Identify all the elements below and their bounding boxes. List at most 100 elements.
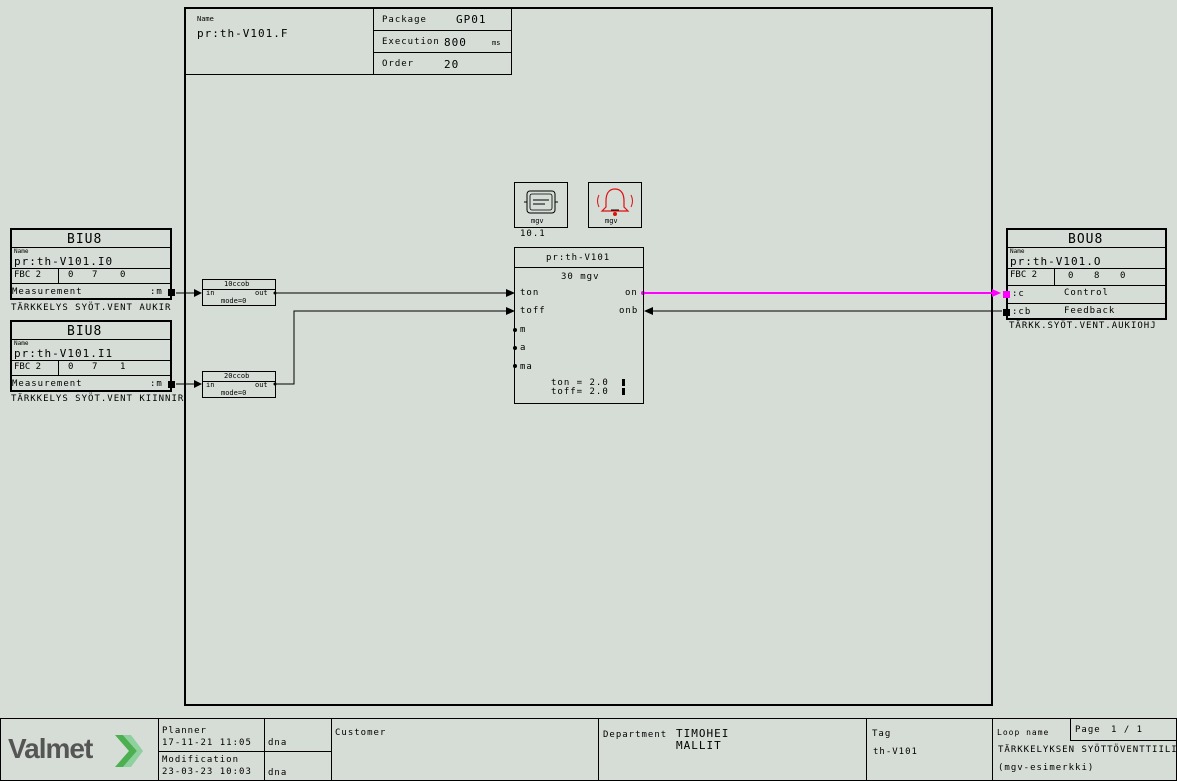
ccob1-in: in — [206, 289, 215, 297]
customer-label: Customer — [335, 728, 387, 738]
page-cell: Page 1 / 1 — [1070, 719, 1176, 741]
input1-port-connector[interactable] — [168, 289, 175, 296]
input1-name: pr:th-V101.I0 — [14, 255, 114, 268]
port-a[interactable]: a — [520, 343, 527, 353]
output-control-label: Control — [1064, 288, 1109, 298]
param-toff: toff= 2.0 — [551, 387, 609, 397]
main-function-block[interactable]: pr:th-V101 30 mgv ton toff m a ma on onb… — [514, 247, 644, 404]
input2-type: BIU8 — [67, 324, 103, 339]
ccob-block-2[interactable]: 20ccob in out mode=0 — [202, 371, 276, 398]
input1-description: TÄRKKELYS SYÖT.VENT AUKIR — [11, 303, 172, 313]
alarm-icon-box[interactable]: mgv — [588, 182, 642, 228]
department-line2: MALLIT — [676, 739, 722, 752]
wire-ccob2-to-toff — [276, 310, 508, 385]
customer-cell: Customer — [332, 719, 599, 780]
planner-user-cell: dna dna — [265, 719, 332, 780]
modification-date: 23-03-23 10:03 — [162, 767, 252, 777]
output-control-port: :c — [1012, 289, 1025, 299]
title-block: Valmet Planner 17-11-21 11:05 Modificati… — [0, 718, 1177, 781]
display-icon-box[interactable]: mgv — [514, 182, 568, 228]
valmet-logo-text: Valmet — [8, 733, 93, 764]
main-block-name: pr:th-V101 — [546, 253, 611, 263]
planner-label: Planner — [162, 726, 207, 736]
ccob1-out: out — [255, 289, 268, 297]
output-name: pr:th-V101.O — [1010, 255, 1102, 268]
output-feedback-port: :cb — [1012, 307, 1032, 317]
input2-c2: 7 — [92, 362, 99, 372]
input1-name-label: Name — [14, 248, 29, 255]
output-block-bou8[interactable]: BOU8 Name pr:th-V101.O FBC 2 0 8 0 :c Co… — [1003, 228, 1167, 320]
modification-user: dna — [268, 768, 288, 778]
arrow-ccob2-in — [194, 380, 202, 388]
planner-date: 17-11-21 11:05 — [162, 738, 252, 748]
input1-fbc: FBC 2 — [14, 270, 42, 280]
header-execution-value: 800 — [444, 36, 467, 49]
param-ton-marker — [622, 379, 625, 386]
input1-type: BIU8 — [67, 232, 103, 247]
port-ton[interactable]: ton — [520, 288, 540, 298]
arrow-ccob1-in — [194, 289, 202, 297]
ccob-block-1[interactable]: 10ccob in out mode=0 — [202, 279, 276, 306]
port-toff[interactable]: toff — [520, 306, 546, 316]
output-name-label: Name — [1010, 248, 1025, 255]
input1-c3: 0 — [120, 270, 127, 280]
input-block-biu8-2[interactable]: BIU8 Name pr:th-V101.I1 FBC 2 0 7 1 Meas… — [10, 320, 175, 392]
input1-port: :m — [150, 287, 163, 297]
page-label: Page — [1075, 725, 1101, 735]
loop-line2: (mgv-esimerkki) — [998, 763, 1095, 773]
output-feedback-connector[interactable] — [1003, 309, 1010, 316]
planner-cell: Planner 17-11-21 11:05 Modification 23-0… — [159, 719, 331, 780]
output-c2: 8 — [1094, 271, 1101, 281]
display-value: 10.1 — [520, 229, 546, 239]
tag-value: th-V101 — [873, 747, 918, 757]
header-name-value: pr:th-V101.F — [197, 27, 289, 40]
input1-c1: 0 — [68, 270, 75, 280]
arrow-onb-in — [644, 307, 653, 315]
input1-port-label: Measurement — [12, 287, 83, 297]
header-name-label: Name — [197, 15, 214, 23]
output-feedback-label: Feedback — [1064, 306, 1116, 316]
input2-c1: 0 — [68, 362, 75, 372]
arrow-control-in — [992, 289, 1001, 297]
arrow-toff-in — [506, 307, 515, 315]
department-line1: TIMOHEI — [676, 727, 730, 740]
arrow-ton-in — [506, 289, 515, 297]
port-onb[interactable]: onb — [619, 306, 639, 316]
port-on[interactable]: on — [625, 288, 638, 298]
input2-name-label: Name — [14, 340, 29, 347]
header-execution-unit: ms — [492, 39, 501, 47]
alarm-icon-label: mgv — [605, 217, 618, 225]
loop-line1: TÄRKKELYKSEN SYÖTTÖVENTTIILI — [998, 745, 1177, 755]
department-label: Department — [603, 730, 668, 740]
ccob2-out: out — [255, 381, 268, 389]
ccob2-in: in — [206, 381, 215, 389]
output-control-connector[interactable] — [1003, 291, 1010, 298]
header-execution-label: Execution — [382, 37, 440, 47]
loop-cell: Loop name Page 1 / 1 TÄRKKELYKSEN SYÖTTÖ… — [993, 719, 1177, 780]
input2-port: :m — [150, 379, 163, 389]
ccob2-title: 20ccob — [224, 372, 250, 380]
port-ma[interactable]: ma — [520, 362, 533, 372]
display-panel-icon — [524, 190, 558, 214]
department-cell: Department TIMOHEI MALLIT — [599, 719, 867, 780]
tag-label: Tag — [872, 729, 892, 739]
input2-name: pr:th-V101.I1 — [14, 347, 114, 360]
header-package-label: Package — [382, 15, 427, 25]
header-order-value: 20 — [444, 58, 460, 71]
valmet-logo-icon — [115, 735, 143, 767]
input2-port-label: Measurement — [12, 379, 83, 389]
input2-port-connector[interactable] — [168, 381, 175, 388]
ccob1-mode: mode=0 — [221, 297, 247, 305]
loop-label: Loop name — [997, 728, 1050, 737]
input2-fbc: FBC 2 — [14, 362, 42, 372]
planner-user: dna — [268, 738, 288, 748]
output-c3: 0 — [1120, 271, 1127, 281]
param-toff-marker — [622, 388, 625, 395]
tag-cell: Tag th-V101 — [867, 719, 993, 780]
header-order-cell: Order 20 — [373, 52, 512, 75]
port-m[interactable]: m — [520, 325, 527, 335]
input-block-biu8-1[interactable]: BIU8 Name pr:th-V101.I0 FBC 2 0 7 0 Meas… — [10, 228, 175, 300]
input2-description: TÄRKKELYS SYÖT.VENT KIINNIR — [11, 394, 185, 404]
output-fbc: FBC 2 — [1010, 270, 1038, 280]
